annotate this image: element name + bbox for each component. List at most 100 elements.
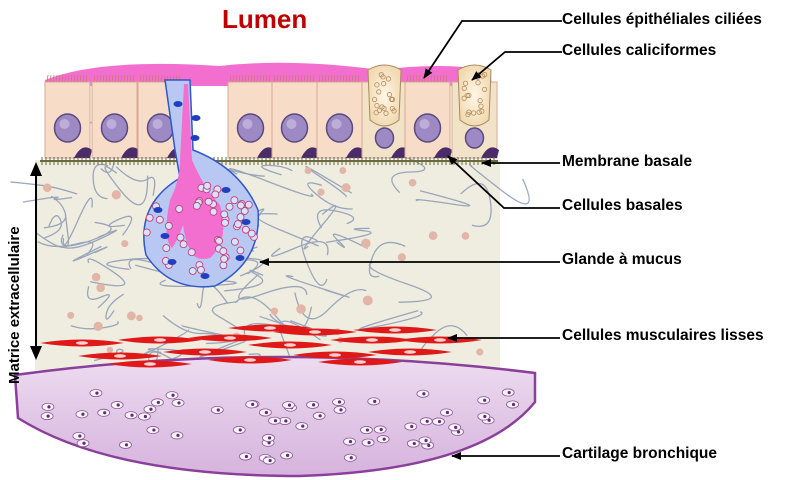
chondrocyte-nucleus [171,394,174,397]
chondrocyte-nucleus [239,428,242,431]
gland-granule [177,234,184,241]
chondrocyte-nucleus [380,428,383,431]
gland-granule [221,219,228,226]
goblet-cell-granules [368,65,401,126]
chondrocyte-nucleus [319,414,322,417]
matrix-cell [43,183,52,192]
matrix-cell [121,240,128,247]
label-cartilage: Cartilage bronchique [562,445,717,463]
chondrocyte-nucleus [438,420,441,423]
gland-granule [216,237,223,244]
matrix-cell [317,189,324,196]
gland-granule [143,229,150,236]
chondrocyte-nucleus [82,442,85,445]
chondrocyte-nucleus [446,411,449,414]
chondrocyte-nucleus [130,414,133,417]
gland-granule [205,198,212,205]
matrix-cell [112,190,121,199]
matrix-cell [476,348,483,355]
lumen-title: Lumen [222,4,307,35]
goblet-nucleus [466,128,484,148]
chondrocyte-nucleus [47,405,50,408]
gland-nucleus [222,187,231,193]
label-basement-membrane: Membrane basale [562,153,692,171]
chondrocyte-nucleus [125,443,128,446]
label-ciliated-cells: Cellules épithéliales ciliées [562,11,762,29]
chondrocyte-nucleus [157,401,160,404]
muscle-nucleus [389,328,401,332]
muscle-nucleus [224,336,236,340]
chondrocyte-nucleus [508,391,511,394]
gland-granule [221,211,228,218]
chondrocyte-nucleus [413,442,416,445]
chondrocyte-nucleus [288,403,291,406]
chondrocyte-nucleus [149,408,152,411]
matrix-cell [107,347,113,353]
chondrocyte-nucleus [383,438,386,441]
gland-granule [146,214,153,221]
chondrocyte-nucleus [286,454,289,457]
muscle-nucleus [366,338,378,342]
chondrocyte-nucleus [301,425,304,428]
gland-nucleus [161,233,170,239]
gland-granule [241,208,248,215]
muscle-nucleus [76,341,88,345]
chondrocyte-nucleus [269,459,272,462]
chondrocyte-nucleus [176,434,179,437]
gland-granule [245,201,252,208]
chondrocyte-nucleus [366,428,369,431]
chondrocyte-nucleus [245,455,248,458]
muscle-nucleus [404,350,416,354]
muscle-nucleus [244,358,256,362]
muscle-nucleus [199,350,211,354]
muscle-nucleus [264,326,276,330]
gland-granule [220,248,227,255]
matrix-cell [271,308,278,315]
nucleus-highlight [107,119,117,129]
gland-granule [234,221,241,228]
gland-nucleus [191,135,200,141]
chondrocyte-nucleus [454,426,457,429]
chondrocyte-nucleus [177,401,180,404]
gland-granule [193,202,200,209]
chondrocyte-nucleus [152,428,155,431]
chondrocyte-nucleus [81,413,84,416]
nucleus-highlight [60,119,70,129]
chondrocyte-nucleus [268,436,271,439]
muscle-nucleus [329,353,341,357]
matrix-cell [96,284,105,293]
chondrocyte-nucleus [338,400,341,403]
matrix-cell [429,231,438,240]
goblet-nucleus [376,128,394,148]
chondrocyte-nucleus [410,425,413,428]
gland-granule [248,230,255,237]
chondrocyte-nucleus [483,415,486,418]
gland-nucleus [192,115,201,121]
muscle-nucleus [114,354,126,358]
gland-granule [221,255,228,262]
chondrocyte-nucleus [217,408,220,411]
label-basal-cells: Cellules basales [562,197,683,215]
chondrocyte-nucleus [95,391,98,394]
nucleus-highlight [332,119,342,129]
chondrocyte-nucleus [367,441,370,444]
matrix-cell [361,239,370,248]
gland-granule [231,238,238,245]
matrix-cell [398,253,406,261]
chondrocyte-nucleus [373,400,376,403]
chondrocyte-nucleus [265,411,268,414]
muscle-nucleus [154,338,166,342]
gland-granule [188,249,195,256]
nucleus-highlight [243,119,253,129]
matrix-cell [92,273,101,282]
chondrocyte-nucleus [350,456,353,459]
muscle-nucleus [309,330,321,334]
label-mucus-gland: Glande à mucus [562,251,682,269]
chondrocyte-nucleus [312,403,315,406]
chondrocyte-nucleus [78,434,81,437]
gland-granule [165,222,172,229]
nucleus-highlight [153,119,163,129]
chondrocyte-nucleus [47,414,50,417]
